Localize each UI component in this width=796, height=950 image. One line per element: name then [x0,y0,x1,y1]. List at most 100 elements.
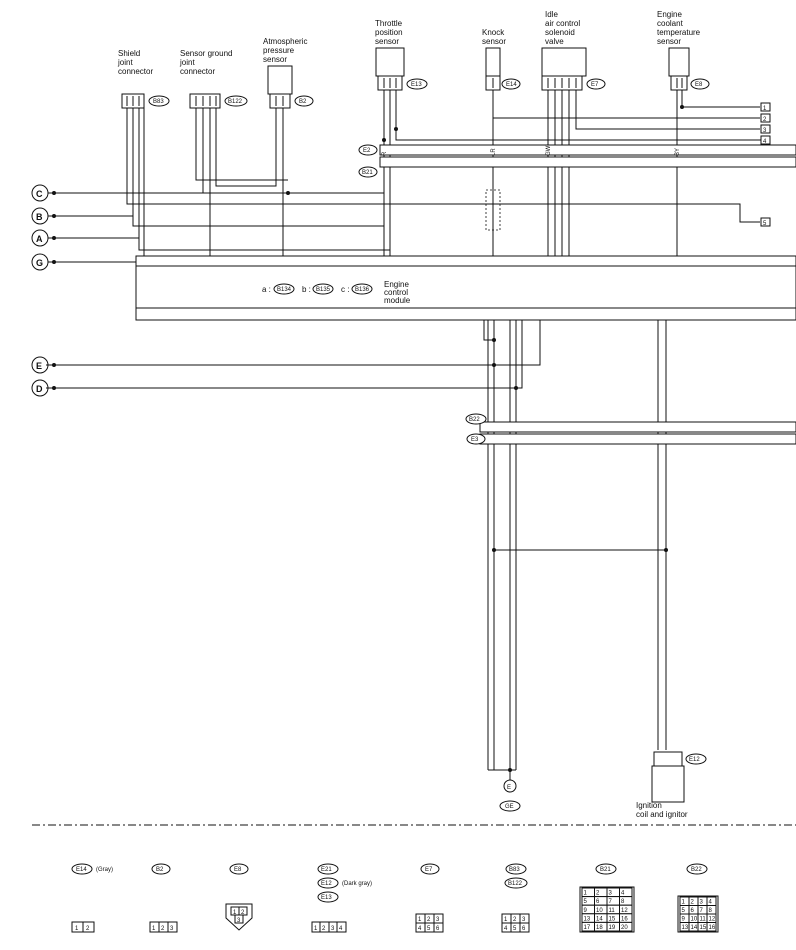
svg-text:connector: connector [118,67,153,76]
svg-text:Engine: Engine [384,280,409,289]
svg-text:E14: E14 [506,82,517,88]
atmospheric-pressure-sensor-label: Atmospheric pressure sensor [263,37,307,64]
connector-b83: B83 [121,93,170,109]
svg-text:solenoid: solenoid [545,28,575,37]
svg-text:E13: E13 [411,82,422,88]
pin-cell [706,922,717,932]
pin-number: 18 [596,925,603,931]
svg-text:3: 3 [763,128,767,134]
pin-number: 4 [709,900,713,906]
svg-text:3: 3 [331,926,335,932]
svg-text:connector: connector [180,67,215,76]
svg-text:temperature: temperature [657,28,701,37]
svg-text:5: 5 [427,926,431,932]
pin-number: 7 [700,908,704,914]
engine-control-module: Engine control module a : B134 b : B135 … [135,255,796,321]
pin-number: 1 [682,900,686,906]
pin-number: 1 [584,891,588,897]
svg-text:4: 4 [504,926,508,932]
svg-text:coolant: coolant [657,19,684,28]
svg-text:B21: B21 [362,170,373,176]
svg-text:valve: valve [545,37,564,46]
svg-text:5: 5 [513,926,517,932]
svg-text:B83: B83 [509,867,520,873]
svg-text:B83: B83 [153,99,164,105]
ground-symbol: E GE [499,779,521,812]
svg-text:module: module [384,296,411,305]
connector-view-b2: B2 1 2 3 [149,863,178,933]
svg-text:position: position [375,28,403,37]
svg-text:Shield: Shield [118,49,140,58]
svg-text:joint: joint [179,58,195,67]
svg-text:B2: B2 [299,99,307,105]
svg-text:B: B [36,212,43,222]
pin-number: 13 [682,925,689,931]
svg-text:GW: GW [546,145,552,156]
connector-b122: B122 [189,93,248,109]
svg-text:sensor: sensor [482,37,506,46]
svg-text:2: 2 [161,926,165,932]
svg-text:LR: LR [491,148,497,156]
svg-text:1: 1 [314,926,318,932]
svg-text:R: R [382,151,388,156]
svg-text:B22: B22 [691,867,702,873]
svg-text:E14: E14 [76,867,87,873]
svg-text:Throttle: Throttle [375,19,403,28]
svg-text:5: 5 [763,221,767,227]
pin-number: 5 [682,908,686,914]
svg-text:E8: E8 [695,82,703,88]
svg-text:Sensor ground: Sensor ground [180,49,232,58]
svg-text:4: 4 [339,926,343,932]
svg-text:joint: joint [117,58,133,67]
pin-number: 16 [709,925,716,931]
svg-text:sensor: sensor [657,37,681,46]
svg-text:sensor: sensor [375,37,399,46]
engine-coolant-temperature-sensor: E8 [668,47,710,91]
svg-text:2: 2 [513,917,517,923]
pin-number: 3 [609,891,613,897]
svg-text:E12: E12 [689,757,700,763]
pin-number: 19 [609,925,616,931]
ignition-coil-and-ignitor: E12 Ignition coil and ignitor [636,751,707,819]
pin-number: 11 [609,908,616,914]
harness-connector-b21: B21 [358,156,796,178]
svg-text:E2: E2 [363,148,371,154]
pin-number: 10 [596,908,603,914]
svg-text:B122: B122 [508,881,523,887]
svg-text:1: 1 [418,917,422,923]
pin-number: 8 [621,899,625,905]
svg-text:A: A [36,234,43,244]
wire-labels-upper: LR BY GW R [382,145,681,156]
knock-sensor-label: Knock sensor [482,28,506,46]
svg-text:4: 4 [763,139,767,145]
svg-text:E12: E12 [321,881,332,887]
connector-view-b83-group: B83 B122 1 2 3 4 5 6 [501,863,530,933]
sensor-ground-joint-connector-label: Sensor ground joint connector [179,49,232,76]
pin-number: 14 [691,925,698,931]
svg-text:GE: GE [505,804,514,810]
pin-number: 6 [596,899,600,905]
svg-text:C: C [36,189,43,199]
wires-upper [46,90,765,263]
pin-number: 7 [609,899,613,905]
pin-number: 3 [700,900,704,906]
svg-text:E: E [507,785,511,791]
pin-number: 2 [691,900,695,906]
svg-text:Knock: Knock [482,28,505,37]
pin-number: 16 [621,916,628,922]
connector-view-e21-group: E21 E12 (Dark gray) E13 1 2 3 4 [311,863,372,933]
svg-text:E3: E3 [471,437,479,443]
svg-text:3: 3 [170,926,174,932]
svg-text:Idle: Idle [545,10,558,19]
svg-text:E7: E7 [591,82,599,88]
svg-text:1: 1 [504,917,508,923]
svg-text:2: 2 [427,917,431,923]
svg-text:B134: B134 [277,287,292,293]
pin-number: 14 [596,916,603,922]
svg-text:coil and ignitor: coil and ignitor [636,810,688,819]
pin-number: 15 [700,925,707,931]
harness-connector-e2: E2 [358,144,796,156]
